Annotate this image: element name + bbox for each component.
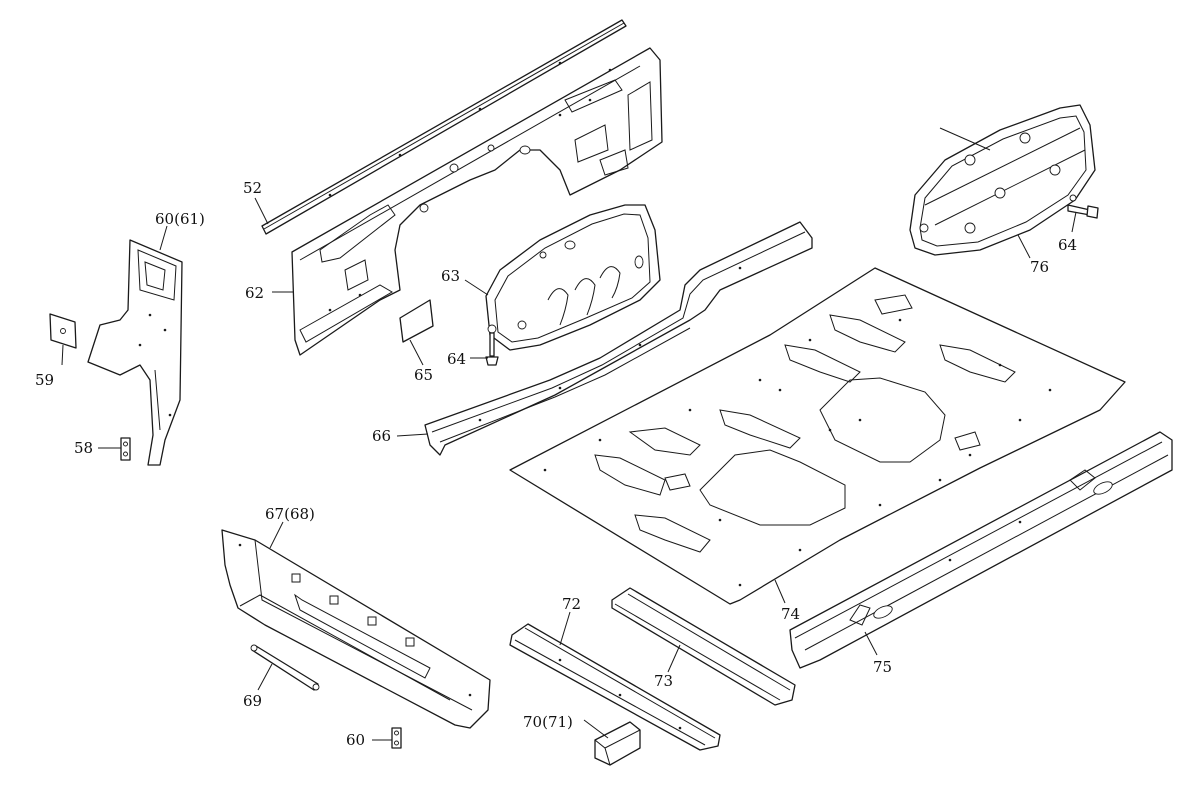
part-67-68-side-member <box>221 529 491 729</box>
callout-73: 73 <box>654 672 673 690</box>
callout-62: 62 <box>245 284 264 302</box>
callout-64-left: 64 <box>447 350 466 368</box>
callout-76: 76 <box>1030 258 1049 276</box>
part-62-rear-panel <box>291 47 663 356</box>
callout-60-61: 60(61) <box>155 210 205 228</box>
callout-72: 72 <box>562 595 581 613</box>
part-73-cross-member <box>611 587 796 706</box>
callout-labels: 52 60(61) 59 58 62 63 64 65 66 64 76 67(… <box>35 179 1077 749</box>
callout-60: 60 <box>346 731 365 749</box>
part-69-rod <box>250 644 320 691</box>
part-70-71-bracket <box>594 721 641 766</box>
callout-67-68: 67(68) <box>265 505 315 523</box>
part-59-plate <box>49 313 77 349</box>
part-75-side-sill <box>789 431 1173 669</box>
part-63-wheelhouse-left <box>485 204 661 351</box>
callout-58: 58 <box>74 439 93 457</box>
part-58-clip <box>120 437 131 461</box>
callout-63: 63 <box>441 267 460 285</box>
part-65-plate <box>399 299 434 343</box>
part-64-bolt-right <box>1067 204 1099 219</box>
part-64-bolt-left <box>485 324 499 366</box>
callout-59: 59 <box>35 371 54 389</box>
callout-64-right: 64 <box>1058 236 1077 254</box>
callout-69: 69 <box>243 692 262 710</box>
callout-66: 66 <box>372 427 391 445</box>
part-60-61-pillar <box>87 239 183 466</box>
part-76-wheelhouse-right <box>909 104 1096 256</box>
callout-70-71: 70(71) <box>523 713 573 731</box>
leader-lines <box>61 127 1077 741</box>
callout-75: 75 <box>873 658 892 676</box>
part-52-roof-rail <box>261 19 627 235</box>
callout-65: 65 <box>414 366 433 384</box>
callout-74: 74 <box>781 605 800 623</box>
callout-52: 52 <box>243 179 262 197</box>
part-72-cross-member <box>509 623 721 751</box>
part-74-floor-panel <box>509 267 1126 605</box>
part-60-clip <box>391 727 402 749</box>
part-66-cross-member <box>424 221 813 456</box>
